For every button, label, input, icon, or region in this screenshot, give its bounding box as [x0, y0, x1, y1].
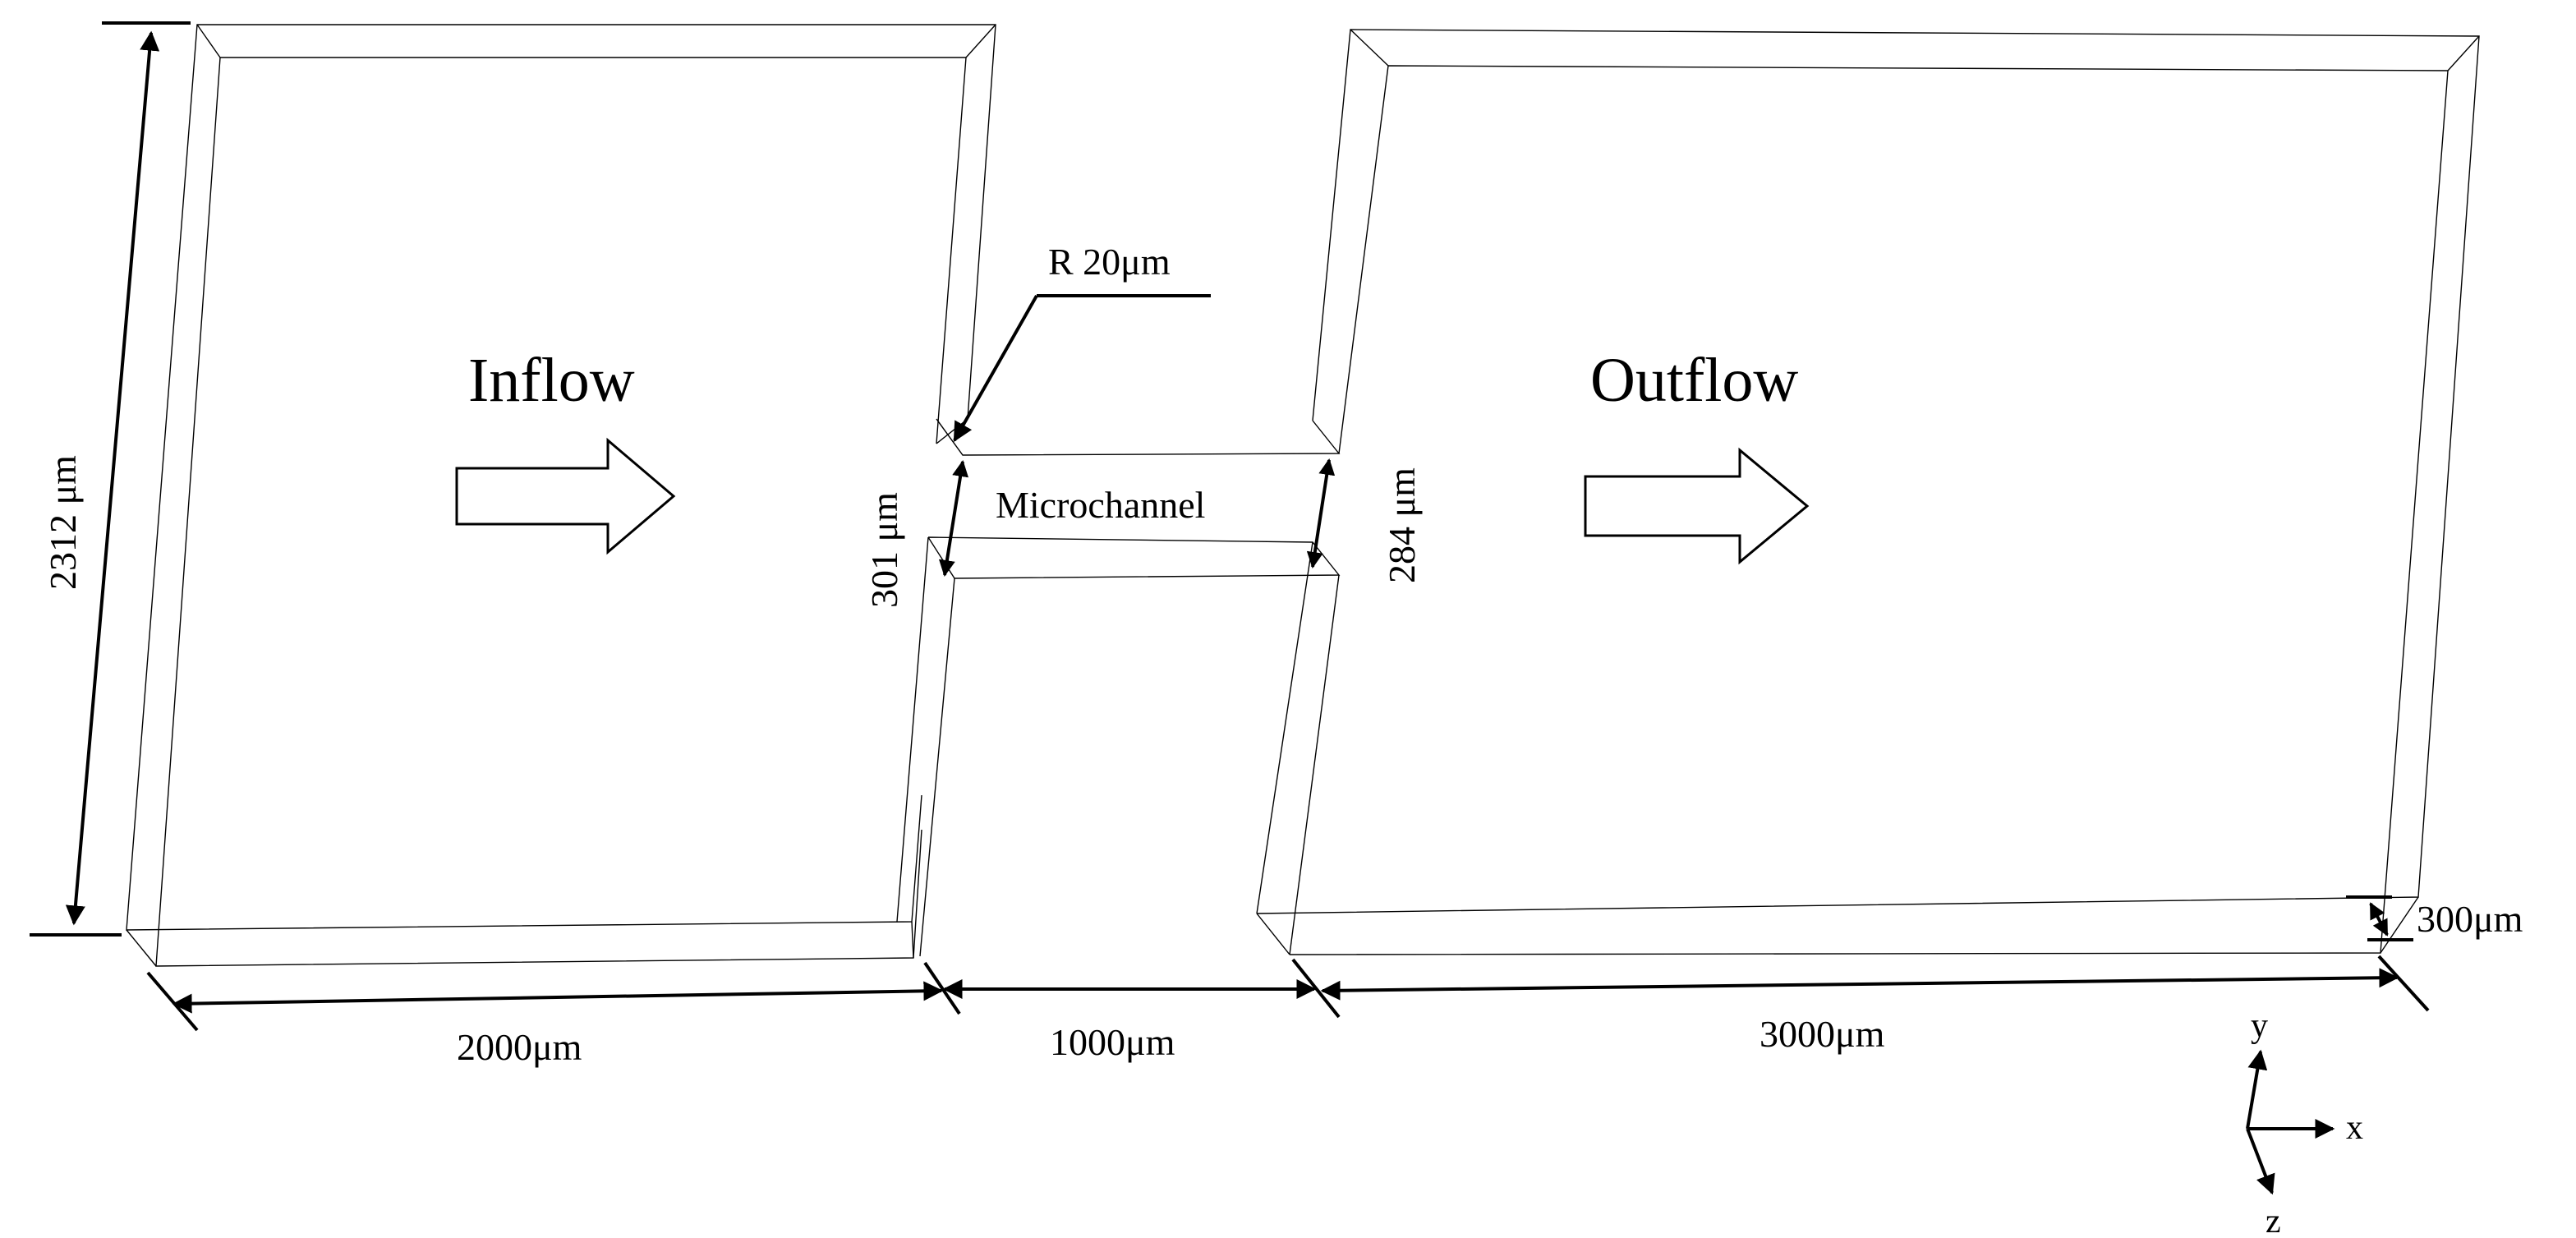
length-channel-label: 1000μm	[1050, 1021, 1175, 1063]
height-dimension: 2312 μm	[30, 21, 191, 937]
axis-x-label: x	[2346, 1109, 2363, 1147]
inflow-label: Inflow	[468, 346, 635, 415]
gap-right-dimension: 284 μm	[1306, 458, 1423, 583]
gap-left-label: 301 μm	[863, 492, 905, 608]
radius-label: R 20μm	[1048, 241, 1171, 283]
length-dimensions: 2000μm 1000μm 3000μm	[146, 955, 2430, 1068]
inlet-reservoir	[126, 24, 996, 967]
inflow-arrow-icon	[455, 437, 676, 555]
coordinate-axes-icon: y x z	[2246, 1007, 2363, 1238]
outflow-arrow-icon	[1584, 447, 1810, 565]
length-outlet-label: 3000μm	[1760, 1013, 1885, 1055]
radius-callout: R 20μm	[953, 241, 1211, 443]
gap-right-label: 284 μm	[1381, 467, 1423, 583]
axis-y-label: y	[2251, 1007, 2268, 1045]
outflow-label: Outflow	[1590, 346, 1798, 415]
microchannel-label: Microchannel	[996, 484, 1205, 526]
microchannel-body	[896, 418, 1341, 957]
gap-left-dimension: 301 μm	[863, 460, 969, 608]
height-label: 2312 μm	[42, 455, 84, 590]
length-inlet-label: 2000μm	[457, 1026, 582, 1068]
depth-dimension: 300μm	[2346, 895, 2523, 941]
outlet-reservoir	[1256, 29, 2480, 955]
depth-label: 300μm	[2417, 898, 2523, 940]
axis-z-label: z	[2266, 1203, 2281, 1238]
